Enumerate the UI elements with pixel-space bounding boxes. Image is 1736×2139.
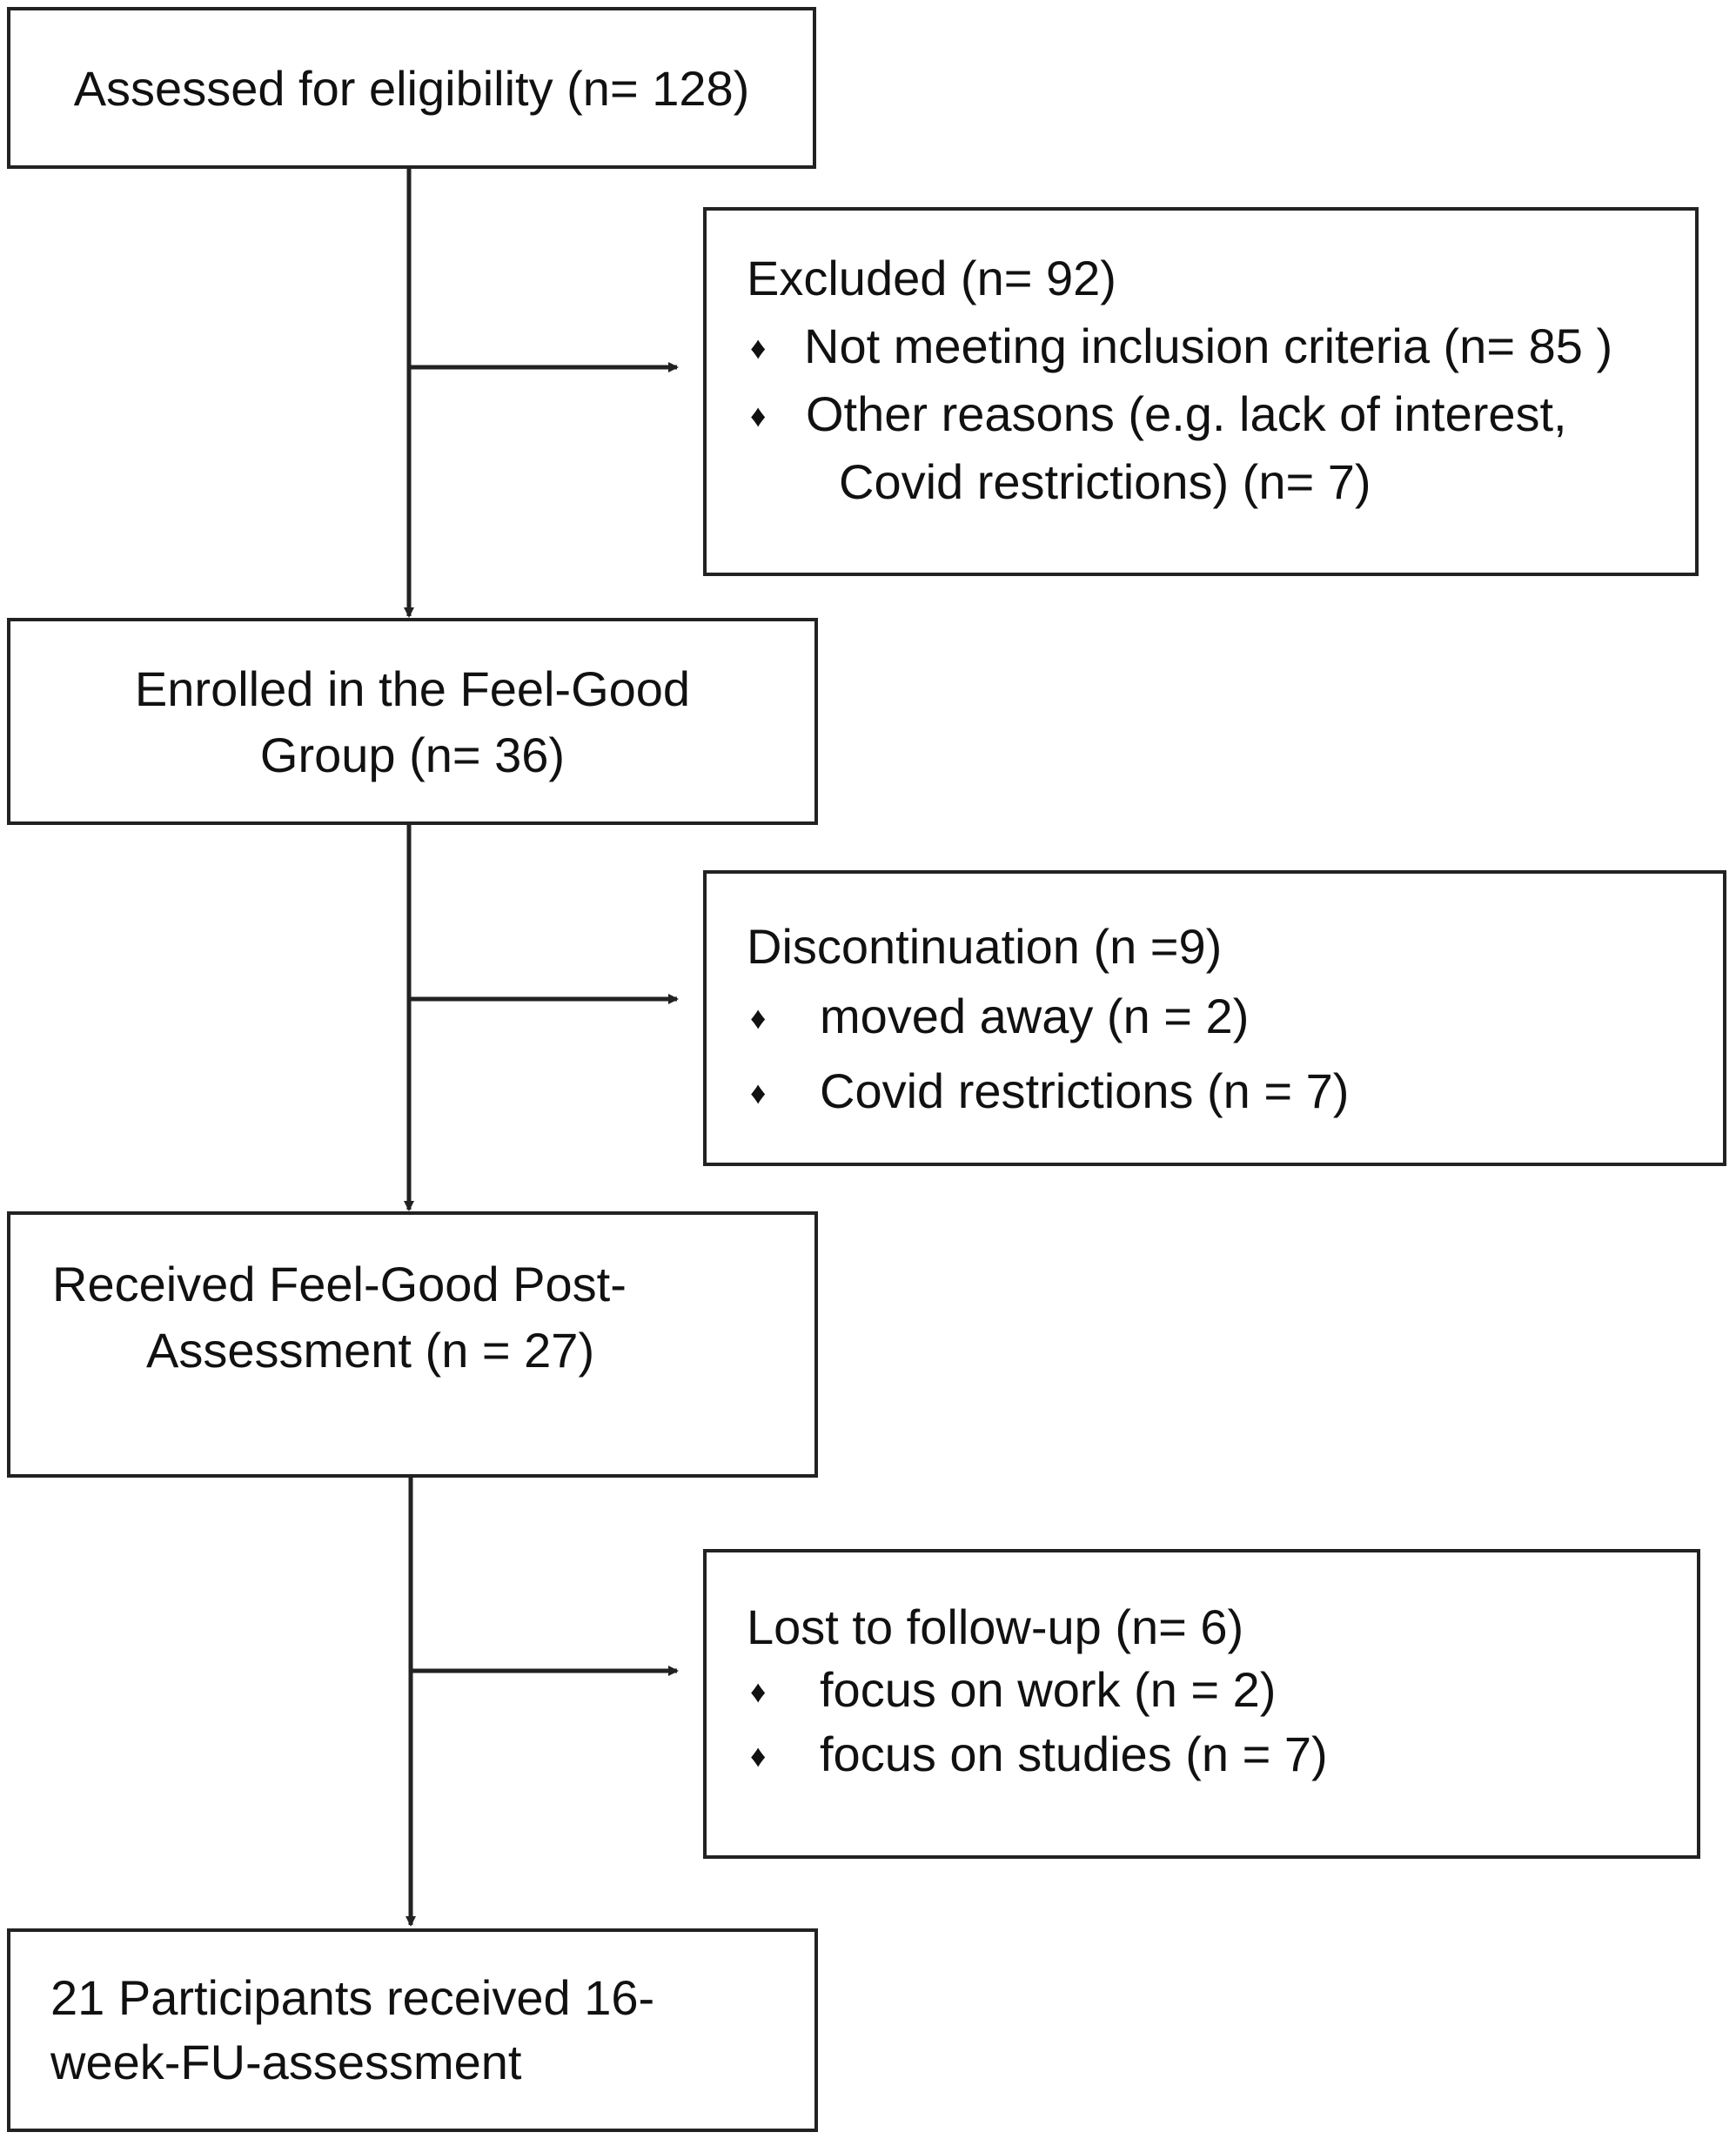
post-line-2: Assessment (n = 27) bbox=[146, 1323, 595, 1378]
discontinuation-heading: Discontinuation (n =9) bbox=[747, 919, 1223, 974]
lost-item-work: focus on work (n = 2) bbox=[820, 1662, 1277, 1717]
final-box: 21 Participants received 16- week-FU-ass… bbox=[7, 1928, 818, 2132]
enrolled-box: Enrolled in the Feel-Good Group (n= 36) bbox=[7, 618, 818, 825]
enrolled-line-1: Enrolled in the Feel-Good bbox=[134, 661, 691, 716]
final-line-1: 21 Participants received 16- bbox=[50, 1970, 655, 2025]
lost-followup-box: Lost to follow-up (n= 6) ♦ focus on work… bbox=[703, 1549, 1700, 1859]
assessed-label: Assessed for eligibility (n= 128) bbox=[73, 61, 750, 116]
discontinuation-item-moved: moved away (n = 2) bbox=[820, 989, 1250, 1043]
bullet-icon: ♦ bbox=[750, 398, 767, 433]
bullet-icon: ♦ bbox=[750, 1075, 767, 1110]
excluded-heading: Excluded (n= 92) bbox=[747, 251, 1116, 305]
lost-item-studies: focus on studies (n = 7) bbox=[820, 1727, 1328, 1781]
enrolled-line-2: Group (n= 36) bbox=[259, 728, 566, 782]
assessed-box: Assessed for eligibility (n= 128) bbox=[7, 7, 816, 169]
excluded-item-inclusion: Not meeting inclusion criteria (n= 85 ) bbox=[804, 319, 1613, 373]
bullet-icon: ♦ bbox=[750, 1738, 767, 1774]
excluded-item-other: Other reasons (e.g. lack of interest, bbox=[806, 386, 1567, 441]
bullet-icon: ♦ bbox=[750, 1000, 767, 1036]
lost-heading: Lost to follow-up (n= 6) bbox=[747, 1599, 1244, 1654]
bullet-icon: ♦ bbox=[750, 330, 767, 365]
discontinuation-item-covid: Covid restrictions (n = 7) bbox=[820, 1063, 1350, 1118]
bullet-icon: ♦ bbox=[750, 1673, 767, 1709]
discontinuation-box: Discontinuation (n =9) ♦ moved away (n =… bbox=[703, 870, 1726, 1166]
excluded-item-other-continuation: Covid restrictions) (n= 7) bbox=[839, 454, 1371, 509]
excluded-box: Excluded (n= 92) ♦ Not meeting inclusion… bbox=[703, 207, 1699, 576]
post-assessment-box: Received Feel-Good Post- Assessment (n =… bbox=[7, 1211, 818, 1478]
final-line-2: week-FU-assessment bbox=[50, 2035, 522, 2089]
post-line-1: Received Feel-Good Post- bbox=[52, 1257, 627, 1311]
